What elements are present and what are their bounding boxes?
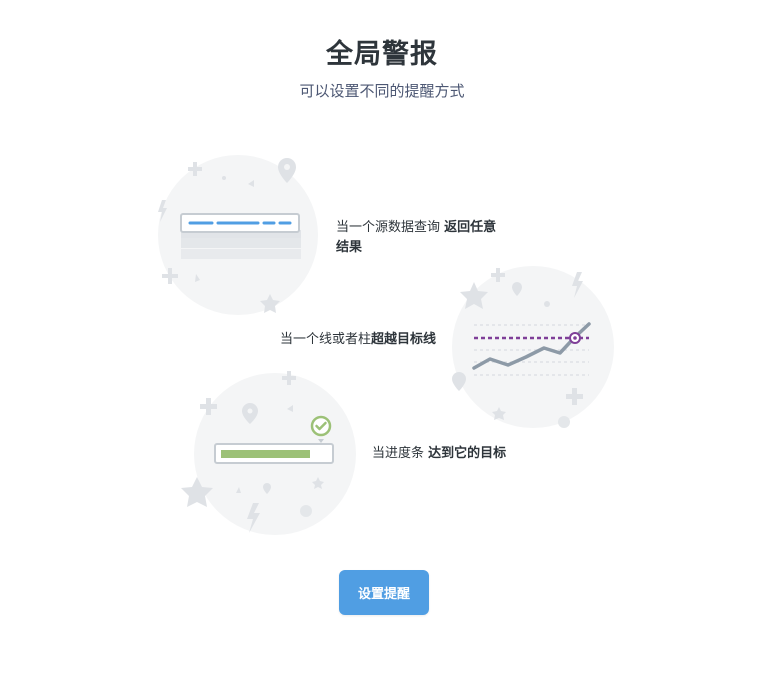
lightning-icon bbox=[247, 503, 260, 533]
star-icon bbox=[181, 477, 213, 507]
plus-icon bbox=[200, 398, 217, 415]
lightning-icon bbox=[158, 200, 167, 222]
feature-description: 当一个线或者柱超越目标线 bbox=[270, 330, 436, 350]
page-title: 全局警报 bbox=[326, 39, 438, 70]
table-rows-illustration bbox=[158, 158, 301, 313]
feature-text-bold: 达到它的目标 bbox=[428, 446, 507, 461]
line-chart-goal-illustration bbox=[452, 268, 591, 428]
feature-text: 当进度条 bbox=[372, 446, 429, 461]
progress-bar-illustration bbox=[181, 371, 334, 533]
page-subtitle: 可以设置不同的提醒方式 bbox=[299, 82, 465, 100]
star-icon bbox=[260, 294, 280, 313]
progress-bar-fill bbox=[221, 450, 310, 458]
plus-icon bbox=[566, 388, 583, 405]
plus-icon bbox=[282, 371, 296, 385]
star-icon bbox=[460, 282, 488, 309]
set-alert-button[interactable]: 设置提醒 bbox=[339, 570, 429, 615]
feature-text-bold: 返回任意结果 bbox=[336, 220, 497, 255]
lightning-icon bbox=[572, 272, 583, 298]
location-pin-icon bbox=[263, 483, 271, 494]
feature-text-bold: 超越目标线 bbox=[370, 332, 436, 347]
plus-icon bbox=[491, 268, 505, 282]
location-pin-icon bbox=[452, 372, 466, 391]
feature-text: 当一个线或者柱 bbox=[279, 332, 371, 347]
location-pin-icon bbox=[512, 282, 522, 296]
location-pin-icon bbox=[278, 158, 296, 183]
feature-description: 当一个源数据查询 返回任意结果 bbox=[336, 218, 498, 258]
plus-icon bbox=[162, 268, 178, 284]
feature-text: 当一个源数据查询 bbox=[336, 220, 445, 235]
plus-icon bbox=[188, 162, 202, 176]
feature-description: 当进度条 达到它的目标 bbox=[372, 444, 572, 464]
